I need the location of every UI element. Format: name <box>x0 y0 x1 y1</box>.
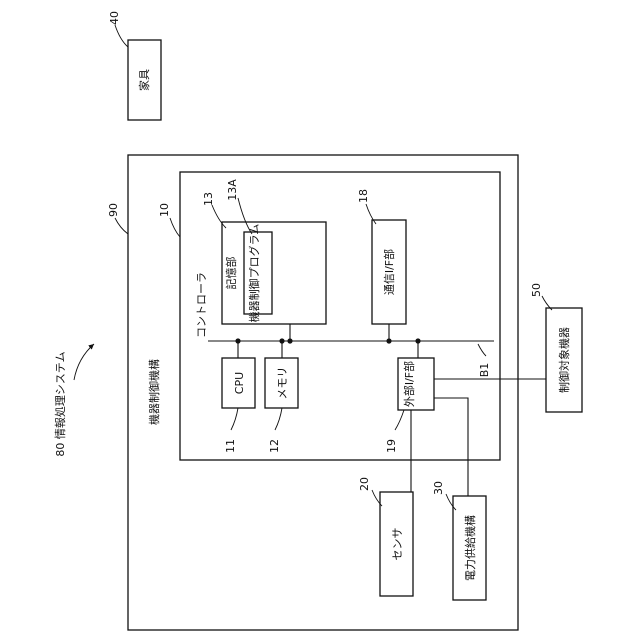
program-ref: 13A <box>226 179 239 201</box>
memory-ref: 12 <box>268 439 281 453</box>
junction-dot <box>386 338 391 343</box>
storage-label: 記憶部 <box>224 257 238 290</box>
target-device-label: 制御対象機器 <box>557 327 571 393</box>
comm-if-label: 通信I/F部 <box>382 249 396 295</box>
system-label: 80 情報処理システム <box>54 351 67 456</box>
cpu-ref: 11 <box>224 439 237 453</box>
storage-ref: 13 <box>202 192 215 206</box>
memory-label: メモリ <box>276 367 289 400</box>
program-label: 機器制御プログラム <box>247 224 261 323</box>
mechanism-label: 機器制御機構 <box>147 359 161 425</box>
cpu-label: CPU <box>233 372 246 394</box>
junction-dot <box>235 338 240 343</box>
furniture-ref: 40 <box>108 11 121 25</box>
furniture-leader <box>115 25 128 47</box>
comm-if-ref: 18 <box>357 189 370 203</box>
mechanism-ref: 90 <box>107 203 120 217</box>
ext-if-label: 外部I/F部 <box>402 361 416 407</box>
junction-dot <box>287 338 292 343</box>
controller-ref: 10 <box>158 203 171 217</box>
junction-dot <box>279 338 284 343</box>
power-supply-label: 電力供給機構 <box>463 515 477 581</box>
system-arrow <box>74 344 94 380</box>
bus-ref: B1 <box>478 363 491 378</box>
sensor-ref: 20 <box>358 477 371 491</box>
sensor-label: センサ <box>391 528 404 561</box>
power-supply-ref: 30 <box>432 481 445 495</box>
furniture-label: 家具 <box>137 69 151 91</box>
target-device-ref: 50 <box>530 283 543 297</box>
junction-dot <box>415 338 420 343</box>
mechanism-leader <box>115 218 128 234</box>
ext-if-ref: 19 <box>385 439 398 453</box>
controller-label: コントローラ <box>195 272 208 338</box>
